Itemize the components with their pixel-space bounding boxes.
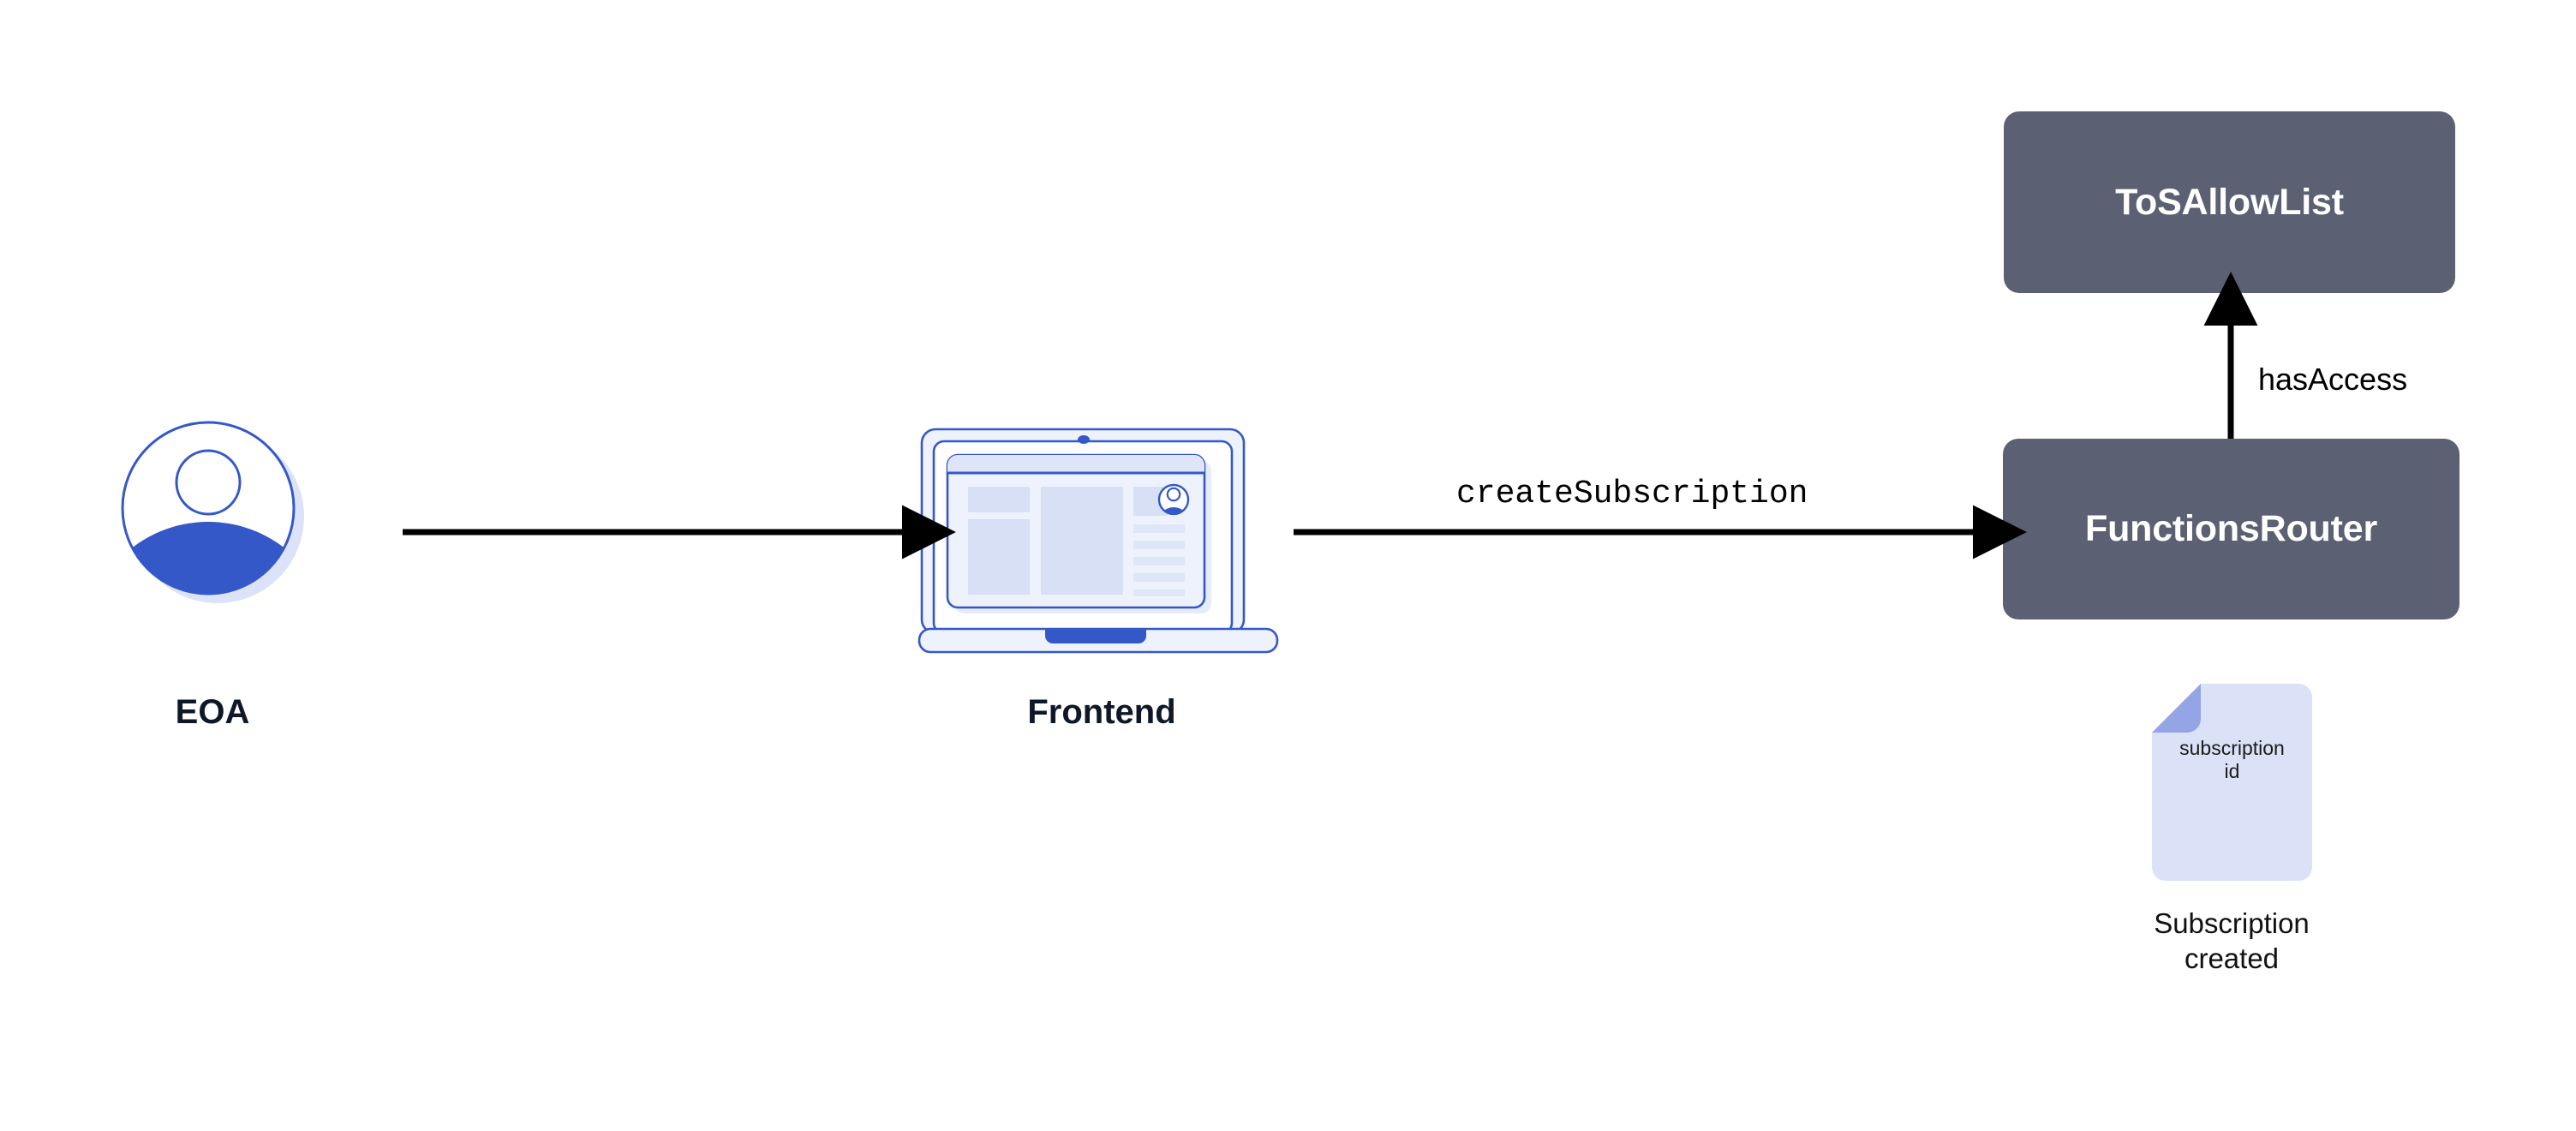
- node-label-functions-router: FunctionsRouter: [2085, 508, 2377, 549]
- document-caption-line-1: Subscription: [2154, 907, 2310, 939]
- edge-label-create-subscription: createSubscription: [1456, 476, 1808, 512]
- node-label-tos-allow-list: ToSAllowList: [2115, 181, 2344, 223]
- document-caption-line-2: created: [2184, 942, 2280, 975]
- user-avatar-icon: [118, 419, 305, 606]
- node-tos-allow-list[interactable]: ToSAllowList: [2004, 111, 2455, 293]
- laptop-icon: [917, 427, 1287, 656]
- document-caption: Subscription created: [2125, 906, 2339, 977]
- node-label-frontend: Frontend: [1027, 693, 1176, 731]
- document-icon: subscription id: [2152, 684, 2312, 881]
- edge-label-has-access: hasAccess: [2258, 362, 2408, 397]
- node-functions-router[interactable]: FunctionsRouter: [2003, 439, 2459, 619]
- node-label-eoa: EOA: [175, 693, 250, 731]
- document-inner-line-1: subscription: [2179, 737, 2285, 759]
- document-inner-line-2: id: [2224, 760, 2240, 783]
- document-inner-text: subscription id: [2152, 737, 2312, 783]
